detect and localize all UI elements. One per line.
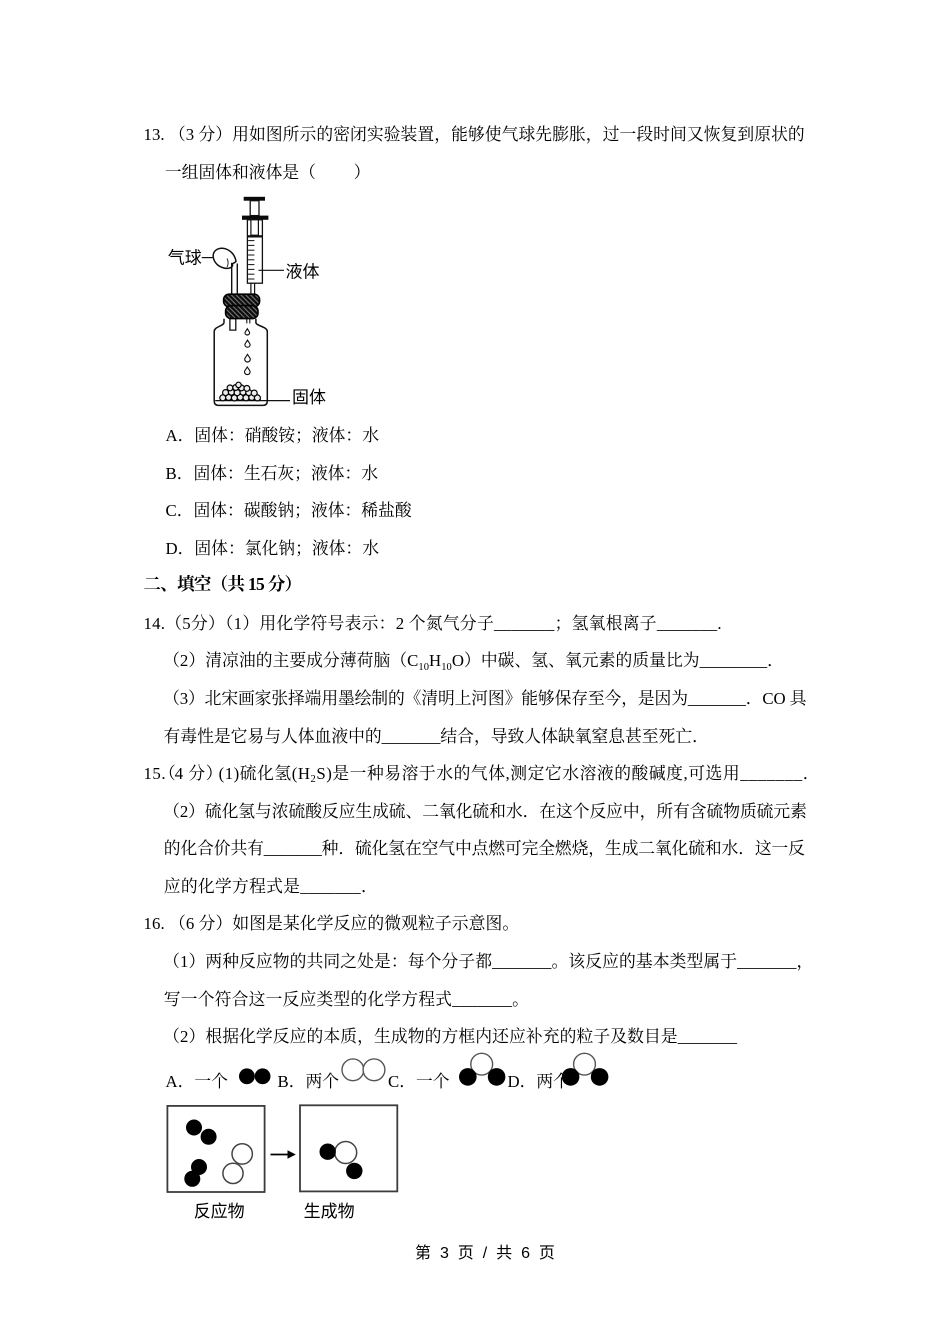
svg-text:固体: 固体 (292, 388, 326, 407)
svg-text:液体: 液体 (286, 262, 320, 281)
svg-text:生成物: 生成物 (304, 1202, 355, 1221)
svg-text:反应物: 反应物 (194, 1202, 245, 1221)
svg-text:气球: 气球 (168, 248, 202, 267)
